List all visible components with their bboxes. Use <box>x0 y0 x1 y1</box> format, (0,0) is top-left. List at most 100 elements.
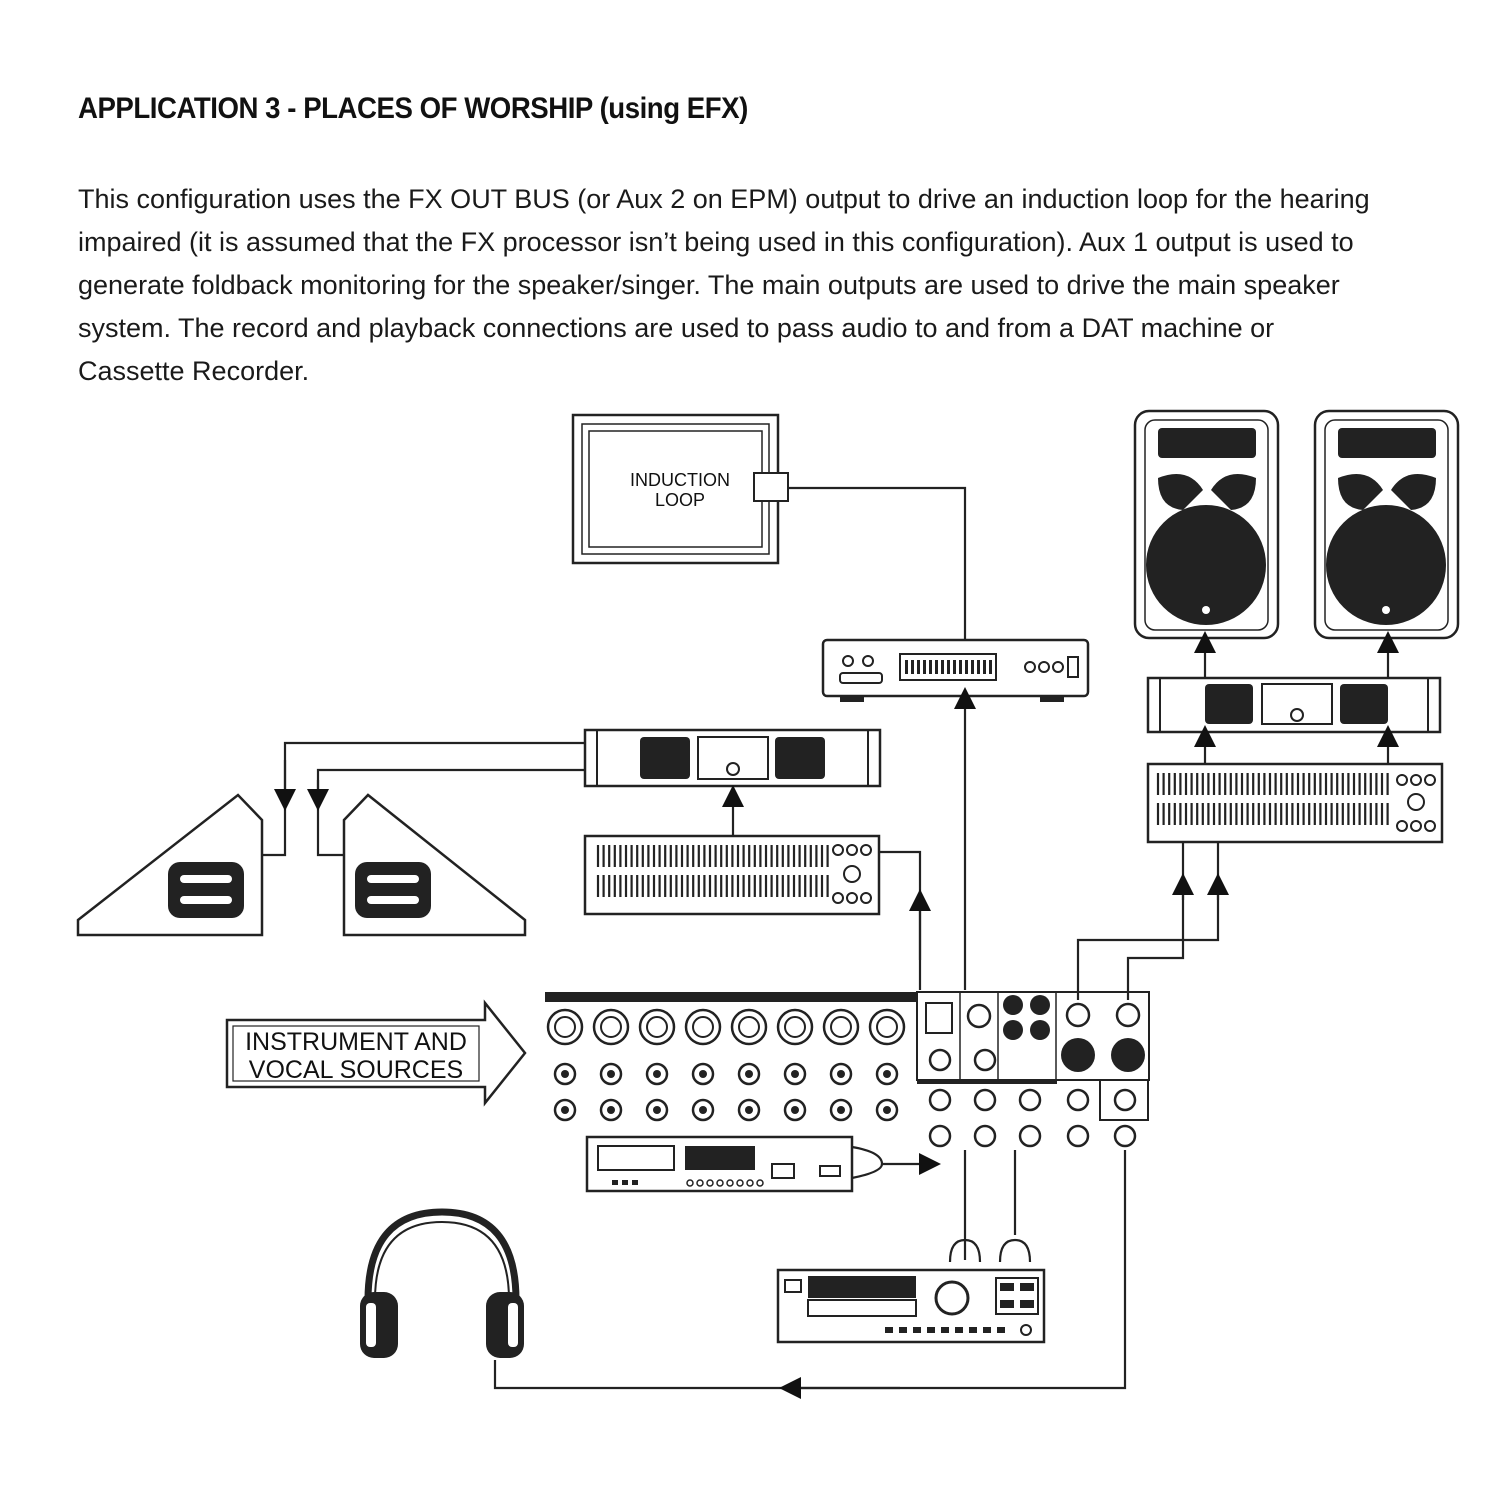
xlr-input-icon <box>638 1008 676 1046</box>
insert-jack-center <box>883 1106 891 1114</box>
main-speaker-left <box>1133 409 1280 640</box>
insert-jack-icon <box>737 1098 761 1122</box>
monitor-power-amplifier <box>583 728 882 788</box>
main-eq-faders <box>1156 773 1389 825</box>
intro-line: impaired (it is assumed that the FX proc… <box>78 227 1354 257</box>
line-input-center <box>699 1070 707 1078</box>
insert-jack-center <box>653 1106 661 1114</box>
dat-button <box>913 1327 921 1333</box>
insert-jack-center <box>791 1106 799 1114</box>
loopamp-slot <box>929 660 932 674</box>
insert-jack-icon <box>599 1098 623 1122</box>
insert-jack-center <box>561 1106 569 1114</box>
line-input-icon <box>737 1062 761 1086</box>
cd-button <box>726 1179 734 1187</box>
loopamp-slot <box>911 660 914 674</box>
monitor-graphic-eq <box>583 834 881 916</box>
intro-line: system. The record and playback connecti… <box>78 313 1275 343</box>
intro-paragraph: This configuration uses the FX OUT BUS (… <box>78 178 1473 393</box>
line-input-center <box>745 1070 753 1078</box>
xlr-input-inner <box>646 1016 668 1038</box>
dat-button <box>927 1327 935 1333</box>
xlr-input-icon <box>592 1008 630 1046</box>
line-input-center <box>607 1070 615 1078</box>
cd-button <box>612 1180 618 1185</box>
cables <box>262 486 1399 1399</box>
induction-loop-label-1: INDUCTION <box>630 470 730 490</box>
page-title: APPLICATION 3 - PLACES OF WORSHIP (using… <box>78 92 748 125</box>
loop-amplifier <box>821 638 1090 702</box>
loopamp-slots <box>905 660 992 674</box>
cd-button <box>632 1180 638 1185</box>
insert-jack-icon <box>875 1098 899 1122</box>
intro-line: generate foldback monitoring for the spe… <box>78 270 1340 300</box>
sources-label-2: VOCAL SOURCES <box>249 1056 463 1084</box>
line-input-center <box>791 1070 799 1078</box>
cd-button <box>716 1179 724 1187</box>
dat-recorder <box>776 1268 1046 1344</box>
line-input-center <box>837 1070 845 1078</box>
insert-jack-center <box>745 1106 753 1114</box>
induction-loop: INDUCTION LOOP <box>571 413 789 565</box>
dat-button <box>885 1327 893 1333</box>
xlr-input-inner <box>600 1016 622 1038</box>
loopamp-slot <box>917 660 920 674</box>
xlr-input-icon <box>776 1008 814 1046</box>
monitor-wedge-left <box>76 793 264 937</box>
dat-button <box>955 1327 963 1333</box>
line-input-center <box>883 1070 891 1078</box>
dat-button <box>899 1327 907 1333</box>
xlr-input-icon <box>684 1008 722 1046</box>
line-input-icon <box>691 1062 715 1086</box>
xlr-input-inner <box>738 1016 760 1038</box>
line-input-icon <box>645 1062 669 1086</box>
cd-player <box>585 1135 854 1193</box>
loopamp-slot <box>965 660 968 674</box>
dat-buttons <box>885 1324 1032 1336</box>
main-speaker-right <box>1313 409 1460 640</box>
line-input-icon <box>829 1062 853 1086</box>
monitor-wedge-right <box>342 793 527 937</box>
xlr-input-icon <box>730 1008 768 1046</box>
xlr-input-icon <box>868 1008 906 1046</box>
dat-button <box>941 1327 949 1333</box>
loopamp-slot <box>935 660 938 674</box>
main-power-amplifier <box>1146 676 1442 734</box>
dat-knob <box>1020 1324 1032 1336</box>
mixer <box>545 991 1150 1148</box>
dat-button <box>969 1327 977 1333</box>
mixer-input-channels <box>546 1008 906 1122</box>
intro-line: This configuration uses the FX OUT BUS (… <box>78 184 1370 214</box>
line-input-icon <box>875 1062 899 1086</box>
insert-jack-icon <box>829 1098 853 1122</box>
monitor-eq-faders <box>596 845 829 897</box>
loopamp-slot <box>941 660 944 674</box>
cd-buttons <box>612 1179 764 1187</box>
insert-jack-center <box>607 1106 615 1114</box>
cd-button <box>736 1179 744 1187</box>
dat-button <box>983 1327 991 1333</box>
sources-arrow-label: INSTRUMENT AND VOCAL SOURCES <box>225 999 527 1107</box>
cd-button <box>746 1179 754 1187</box>
sources-label-1: INSTRUMENT AND <box>245 1028 467 1056</box>
insert-jack-icon <box>645 1098 669 1122</box>
loopamp-slot <box>989 660 992 674</box>
insert-jack-icon <box>691 1098 715 1122</box>
insert-jack-center <box>837 1106 845 1114</box>
loopamp-slot <box>905 660 908 674</box>
loopamp-slot <box>977 660 980 674</box>
line-input-icon <box>599 1062 623 1086</box>
insert-jack-icon <box>553 1098 577 1122</box>
loopamp-slot <box>953 660 956 674</box>
xlr-input-inner <box>830 1016 852 1038</box>
induction-loop-label-2: LOOP <box>655 490 705 510</box>
headphones-icon <box>360 1208 524 1358</box>
xlr-input-inner <box>692 1016 714 1038</box>
xlr-input-inner <box>554 1016 576 1038</box>
intro-line: Cassette Recorder. <box>78 356 310 386</box>
xlr-input-inner <box>784 1016 806 1038</box>
line-input-icon <box>553 1062 577 1086</box>
xlr-input-icon <box>546 1008 584 1046</box>
insert-jack-icon <box>783 1098 807 1122</box>
